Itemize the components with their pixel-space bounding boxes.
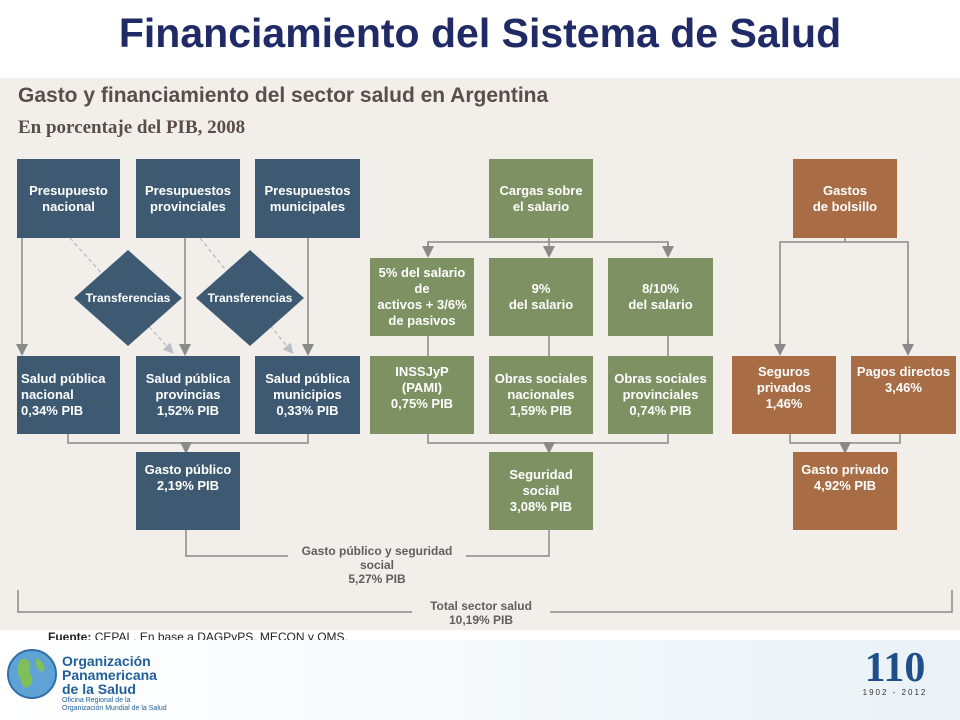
entity-obras-sociales-provinciales: Obras sociales provinciales 0,74% PIB — [608, 356, 713, 434]
org-name: Organización Panamericana de la Salud — [62, 653, 157, 697]
gasto-publico-total: Gasto público 2,19% PIB — [136, 452, 240, 530]
diagram-title: Gasto y financiamiento del sector salud … — [18, 84, 549, 107]
org-subtitle: Oficina Regional de la Organización Mund… — [62, 697, 167, 712]
source-gastos-bolsillo: Gastos de bolsillo — [793, 159, 897, 238]
salud-publica-nacional: Salud pública nacional 0,34% PIB — [17, 356, 120, 434]
salud-publica-provincias: Salud pública provincias 1,52% PIB — [136, 356, 240, 434]
footer-band — [0, 640, 960, 720]
gasto-privado-total: Gasto privado 4,92% PIB — [793, 452, 897, 530]
entity-inssjyp: INSSJyP (PAMI) 0,75% PIB — [370, 356, 474, 434]
source-presupuestos-provinciales: Presupuestos provinciales — [136, 159, 240, 238]
seguros-privados: Seguros privados 1,46% — [732, 356, 836, 434]
transfer-label-2: Transferencias — [207, 291, 293, 305]
contribution-provinciales: 8/10% del salario — [608, 258, 713, 336]
sector-total-label: Total sector salud 10,19% PIB — [412, 599, 550, 627]
source-presupuesto-nacional: Presupuesto nacional — [17, 159, 120, 238]
source-presupuestos-municipales: Presupuestos municipales — [255, 159, 360, 238]
diagram-subtitle: En porcentaje del PIB, 2008 — [18, 117, 246, 138]
source-cargas-salario: Cargas sobre el salario — [489, 159, 593, 238]
contribution-pami: 5% del salario de activos + 3/6% de pasi… — [370, 258, 474, 336]
pagos-directos: Pagos directos 3,46% — [851, 356, 956, 434]
salud-publica-municipios: Salud pública municipios 0,33% PIB — [255, 356, 360, 434]
public-social-total-label: Gasto público y seguridad social 5,27% P… — [288, 544, 466, 586]
slide-title: Financiamiento del Sistema de Salud — [118, 10, 842, 56]
transfer-label-1: Transferencias — [85, 291, 171, 305]
entity-obras-sociales-nacionales: Obras sociales nacionales 1,59% PIB — [489, 356, 593, 434]
contribution-nacionales: 9% del salario — [489, 258, 593, 336]
ops-globe-logo — [7, 649, 57, 699]
seguridad-social-total: Seguridad social 3,08% PIB — [489, 452, 593, 530]
anniversary-110-logo: 110 — [864, 645, 926, 691]
anniversary-years: 1902 - 2012 — [862, 688, 928, 697]
